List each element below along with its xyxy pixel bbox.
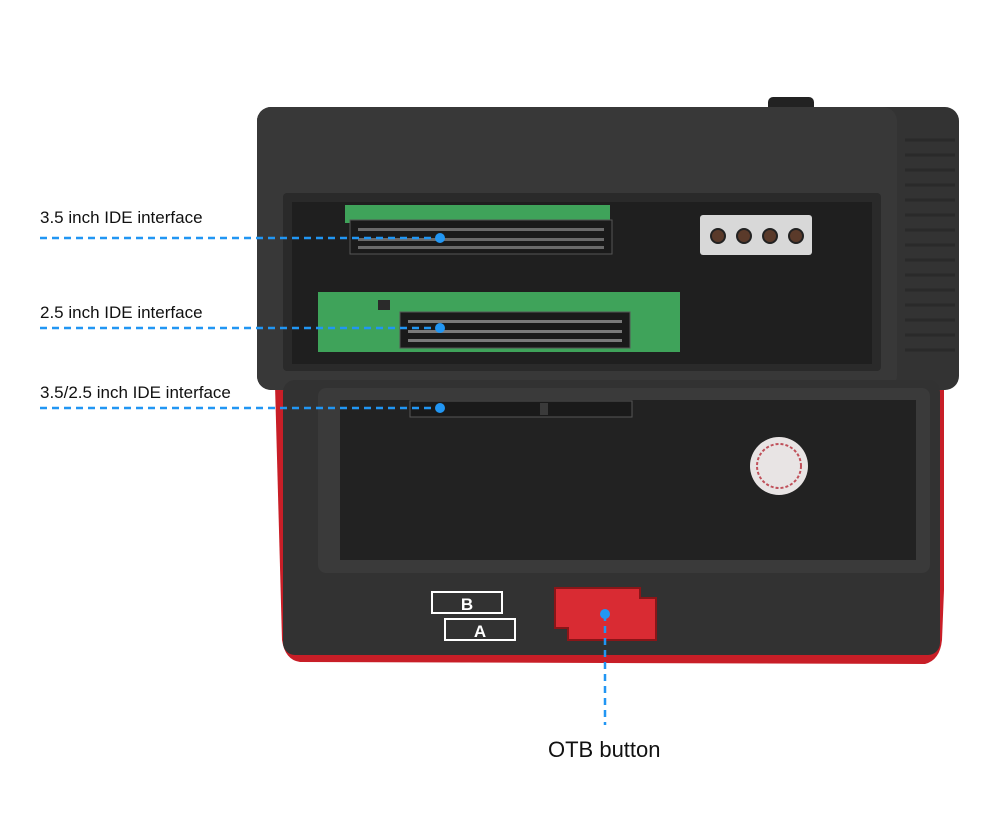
lower-slot-cavity: [340, 400, 916, 560]
ide25-pins: [408, 320, 622, 342]
callout-label-otb: OTB button: [548, 737, 661, 762]
ide35-pcb: [345, 205, 610, 223]
slot-label-b: B: [461, 595, 473, 614]
vent-ribs: [905, 138, 955, 352]
ide35-pins: [358, 228, 604, 249]
slot-label-a-box: [444, 618, 516, 641]
callout-lines: [40, 236, 607, 725]
combo-connector: [409, 400, 633, 418]
ide25-chip: [378, 300, 390, 310]
molex-power-connector: [700, 215, 812, 255]
callout-label-ide35: 3.5 inch IDE interface: [40, 208, 203, 227]
callout-dot-idecombo: [435, 403, 445, 413]
slot-label-a: A: [474, 622, 486, 641]
slot-label-b-box: [431, 591, 503, 614]
callout-label-idecombo: 3.5/2.5 inch IDE interface: [40, 383, 231, 402]
warranty-sticker-ring: [756, 443, 802, 489]
callout-label-ide25: 2.5 inch IDE interface: [40, 303, 203, 322]
callout-dot-ide25: [435, 323, 445, 333]
molex-pins: [710, 228, 804, 244]
callout-dot-ide35: [435, 233, 445, 243]
callout-dots: [435, 233, 610, 619]
callout-dot-otb: [600, 609, 610, 619]
combo-connector-key: [540, 403, 548, 415]
warranty-sticker: [750, 437, 808, 495]
